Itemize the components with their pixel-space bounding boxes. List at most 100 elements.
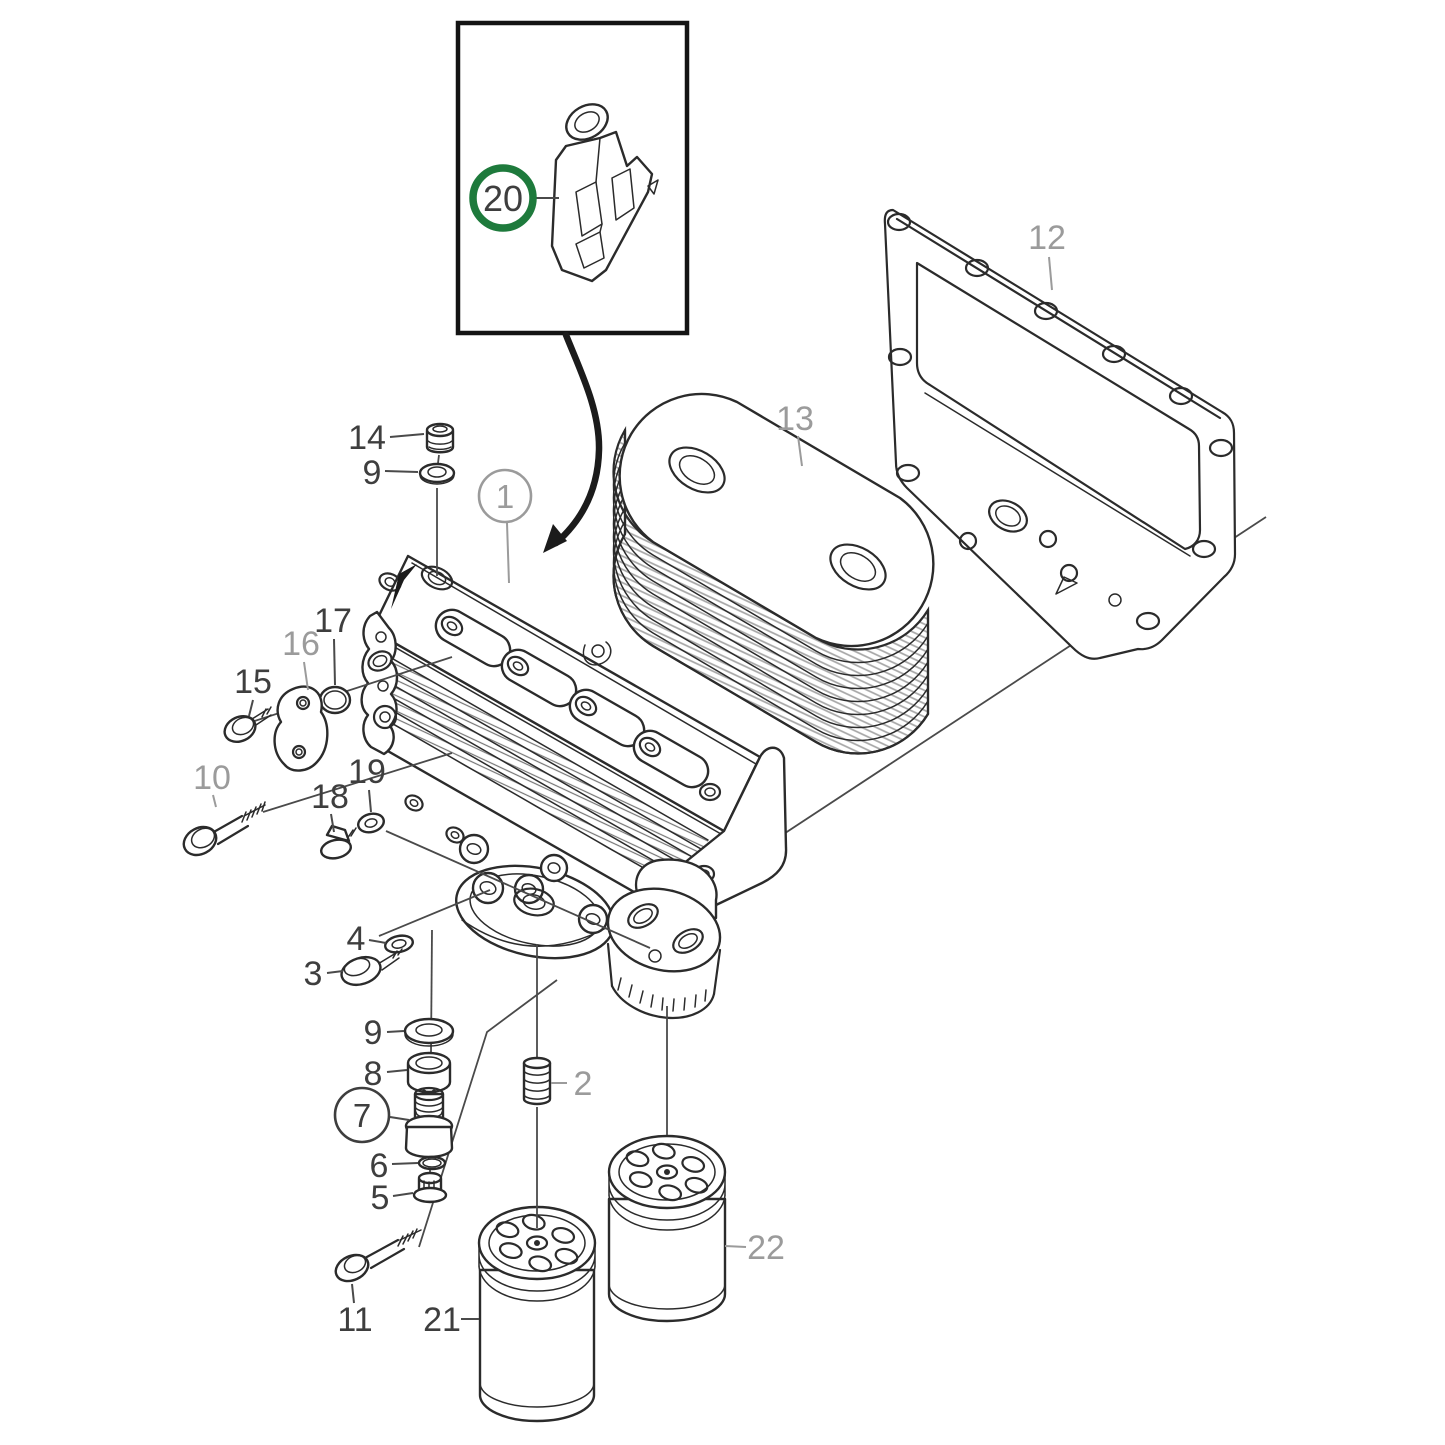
- assembly-axis-lines: [235, 454, 668, 1248]
- callout-22-22[interactable]: 22: [747, 1229, 785, 1267]
- callout-number-13: 13: [776, 400, 814, 438]
- callout-1-1[interactable]: 1: [477, 468, 533, 524]
- callout-number-5: 5: [371, 1179, 390, 1217]
- callout-number-6: 6: [370, 1147, 389, 1185]
- leader-line-17-7: [333, 638, 336, 686]
- leader-line-9-4: [384, 470, 419, 473]
- callout-21-21[interactable]: 21: [423, 1301, 461, 1339]
- spring-2-drawing: [522, 1056, 552, 1106]
- highlight-circle-icon: [469, 164, 537, 232]
- callout-15-9[interactable]: 15: [234, 663, 272, 701]
- bracket-20-drawing: [550, 103, 659, 283]
- callout-number-8: 8: [364, 1055, 383, 1093]
- callout-17-7[interactable]: 17: [314, 602, 352, 640]
- callout-number-14: 14: [348, 419, 386, 457]
- leader-line-12-5: [1048, 256, 1053, 291]
- callout-circle-icon: [477, 468, 533, 524]
- leader-line-3-14: [326, 970, 344, 974]
- callout-number-11: 11: [337, 1301, 372, 1339]
- leader-line-4-13: [368, 939, 387, 944]
- callout-number-22: 22: [747, 1229, 785, 1267]
- bushing-8-drawing: [406, 1051, 452, 1094]
- callout-19-11[interactable]: 19: [348, 753, 386, 791]
- callout-number-19: 19: [348, 753, 386, 791]
- bolt-11-drawing: [334, 1228, 422, 1283]
- bolt-15-drawing: [223, 706, 272, 744]
- callout-number-4: 4: [347, 920, 366, 958]
- oil-filter-21-drawing: [477, 1205, 597, 1423]
- callout-number-7: 7: [353, 1097, 371, 1134]
- cover-plate-16-drawing: [273, 685, 329, 772]
- oil-cooler-housing-drawing: [360, 554, 788, 1020]
- callout-circle-icon: [333, 1086, 391, 1144]
- bolt-3-drawing: [340, 948, 403, 987]
- plug-5-drawing: [412, 1171, 448, 1204]
- leader-line-8-16: [386, 1069, 408, 1073]
- leader-line-14-3: [389, 433, 425, 438]
- right-filter-mount: [606, 858, 722, 1020]
- leader-line-5-19: [392, 1192, 414, 1197]
- o-ring-17-drawing: [318, 685, 352, 715]
- callout-number-2: 2: [574, 1065, 593, 1103]
- callout-18-12[interactable]: 18: [311, 778, 349, 816]
- callout-number-3: 3: [304, 955, 323, 993]
- callout-4-13[interactable]: 4: [347, 920, 366, 958]
- bolt-10-drawing: [182, 801, 266, 857]
- callout-number-21: 21: [423, 1301, 461, 1339]
- valve-7-drawing: [404, 1086, 454, 1159]
- cooler-core-drawing: [612, 392, 935, 755]
- callout-2-17[interactable]: 2: [574, 1065, 593, 1103]
- callout-10-10[interactable]: 10: [193, 759, 231, 797]
- callout-number-1: 1: [496, 478, 514, 515]
- leader-line-15-9: [248, 699, 254, 717]
- left-filter-mount: [455, 833, 615, 960]
- callout-12-5[interactable]: 12: [1028, 219, 1066, 257]
- callout-13-6[interactable]: 13: [776, 400, 814, 438]
- callout-number-18: 18: [311, 778, 349, 816]
- callout-5-19[interactable]: 5: [371, 1179, 390, 1217]
- callout-9-15[interactable]: 9: [364, 1014, 383, 1052]
- callout-number-12: 12: [1028, 219, 1066, 257]
- assembly-arrow-icon: [543, 331, 603, 553]
- leader-line-7-2: [389, 1116, 410, 1121]
- callout-16-8[interactable]: 16: [282, 625, 320, 663]
- leader-line-10-10: [212, 794, 217, 808]
- leader-line-6-18: [391, 1162, 419, 1165]
- leader-line-16-8: [303, 661, 309, 691]
- leader-line-13-6: [797, 435, 803, 467]
- callout-9-4[interactable]: 9: [363, 454, 382, 492]
- leader-line-19-11: [368, 789, 372, 813]
- leader-line-18-12: [330, 813, 335, 833]
- leader-line-1-1: [506, 522, 510, 584]
- callout-8-16[interactable]: 8: [364, 1055, 383, 1093]
- callout-3-14[interactable]: 3: [304, 955, 323, 993]
- callout-number-20: 20: [483, 178, 523, 219]
- washer-9-top-drawing: [418, 462, 456, 485]
- callout-7-2[interactable]: 7: [333, 1086, 391, 1144]
- plug-14-drawing: [425, 422, 455, 454]
- bolt-18-drawing: [320, 824, 357, 860]
- callout-20-0[interactable]: 20: [469, 164, 537, 232]
- callout-number-17: 17: [314, 602, 352, 640]
- leader-line-22-22: [724, 1245, 747, 1248]
- o-ring-6-drawing: [417, 1155, 447, 1171]
- callout-number-9: 9: [363, 454, 382, 492]
- washer-4-drawing: [384, 934, 414, 954]
- callout-6-18[interactable]: 6: [370, 1147, 389, 1185]
- washer-19-drawing: [357, 812, 385, 834]
- washer-9-mid-drawing: [403, 1017, 455, 1047]
- callout-14-3[interactable]: 14: [348, 419, 386, 457]
- leader-line-9-15: [386, 1030, 405, 1033]
- callout-leader-lines: [212, 197, 1053, 1320]
- callout-number-16: 16: [282, 625, 320, 663]
- gasket-drawing: [883, 208, 1237, 660]
- callout-number-15: 15: [234, 663, 272, 701]
- callout-11-20[interactable]: 11: [337, 1301, 372, 1339]
- oil-filter-22-drawing: [607, 1134, 727, 1323]
- callout-number-10: 10: [193, 759, 231, 797]
- callout-number-9: 9: [364, 1014, 383, 1052]
- leader-line-11-20: [351, 1283, 355, 1304]
